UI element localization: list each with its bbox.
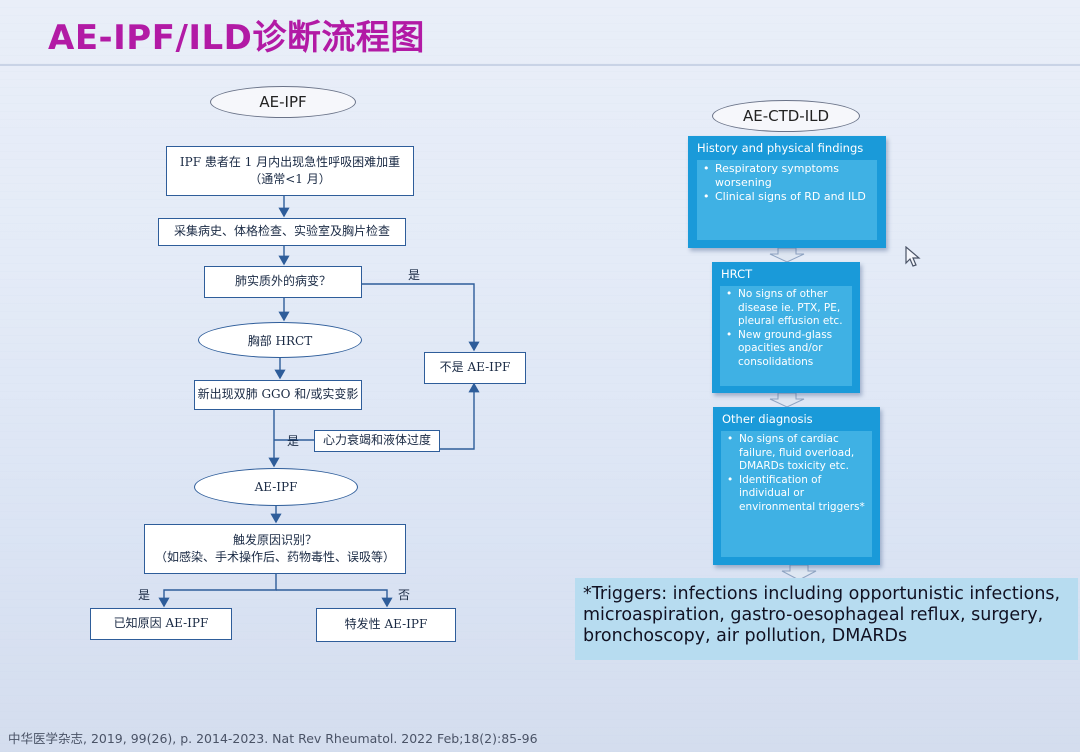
trigger-line-2: （如感染、手术操作后、药物毒性、误吸等） bbox=[154, 550, 395, 564]
no-label-3: 否 bbox=[398, 588, 411, 602]
yes-label-1: 是 bbox=[408, 268, 421, 282]
hrct-ellipse: 胸部 HRCT bbox=[198, 322, 362, 358]
other-diagnosis-box: Other diagnosis No signs of cardiac fail… bbox=[713, 407, 880, 565]
history-findings-box: History and physical findings Respirator… bbox=[688, 136, 886, 248]
other-item-1: No signs of cardiac failure, fluid overl… bbox=[727, 433, 866, 474]
hrct-list: No signs of other disease ie. PTX, PE, p… bbox=[720, 286, 852, 386]
ae-ipf-label: AE-IPF bbox=[210, 86, 356, 118]
history-findings-list: Respiratory symptoms worsening Clinical … bbox=[697, 160, 877, 240]
hrct-heading: HRCT bbox=[721, 267, 753, 281]
ggo-box: 新出现双肺 GGO 和/或实变影 bbox=[194, 380, 362, 410]
trigger-identification-box: 触发原因识别？ （如感染、手术操作后、药物毒性、误吸等） bbox=[144, 524, 406, 574]
yes-label-2: 是 bbox=[287, 434, 300, 448]
slide-title: AE-IPF/ILD诊断流程图 bbox=[48, 18, 425, 58]
ae-ctd-ild-label: AE-CTD-ILD bbox=[712, 100, 860, 132]
onset-line-1: IPF 患者在 1 月内出现急性呼吸困难加重 bbox=[179, 154, 401, 169]
other-diagnosis-list: No signs of cardiac failure, fluid overl… bbox=[721, 431, 872, 557]
history-item-2: Clinical signs of RD and ILD bbox=[703, 190, 871, 204]
yes-label-3: 是 bbox=[138, 588, 151, 602]
other-diagnosis-heading: Other diagnosis bbox=[722, 412, 813, 426]
known-cause-box: 已知原因 AE-IPF bbox=[90, 608, 232, 640]
hrct-findings-box: HRCT No signs of other disease ie. PTX, … bbox=[712, 262, 860, 393]
hrct-item-2: New ground-glass opacities and/or consol… bbox=[726, 329, 846, 370]
onset-line-2: （通常<1 月） bbox=[249, 172, 331, 186]
not-ae-ipf-box: 不是 AE-IPF bbox=[424, 352, 526, 384]
mouse-pointer-icon bbox=[905, 246, 921, 267]
history-exam-box: 采集病史、体格检查、实验室及胸片检查 bbox=[158, 218, 406, 246]
extrapulmonary-question-box: 肺实质外的病变？ bbox=[204, 266, 362, 298]
onset-box: IPF 患者在 1 月内出现急性呼吸困难加重 （通常<1 月） bbox=[166, 146, 414, 196]
history-item-1: Respiratory symptoms worsening bbox=[703, 162, 871, 190]
idiopathic-box: 特发性 AE-IPF bbox=[316, 608, 456, 642]
triggers-note: *Triggers: infections including opportun… bbox=[575, 578, 1078, 660]
hrct-item-1: No signs of other disease ie. PTX, PE, p… bbox=[726, 288, 846, 329]
heart-failure-box: 心力衰竭和液体过度 bbox=[314, 430, 440, 452]
other-item-2: Identification of individual or environm… bbox=[727, 474, 866, 515]
history-findings-heading: History and physical findings bbox=[697, 141, 864, 155]
trigger-line-1: 触发原因识别？ bbox=[232, 532, 317, 547]
citation-footer: 中华医学杂志, 2019, 99(26), p. 2014-2023. Nat … bbox=[8, 731, 538, 746]
ae-ipf-ellipse: AE-IPF bbox=[194, 468, 358, 506]
title-divider bbox=[0, 64, 1080, 66]
